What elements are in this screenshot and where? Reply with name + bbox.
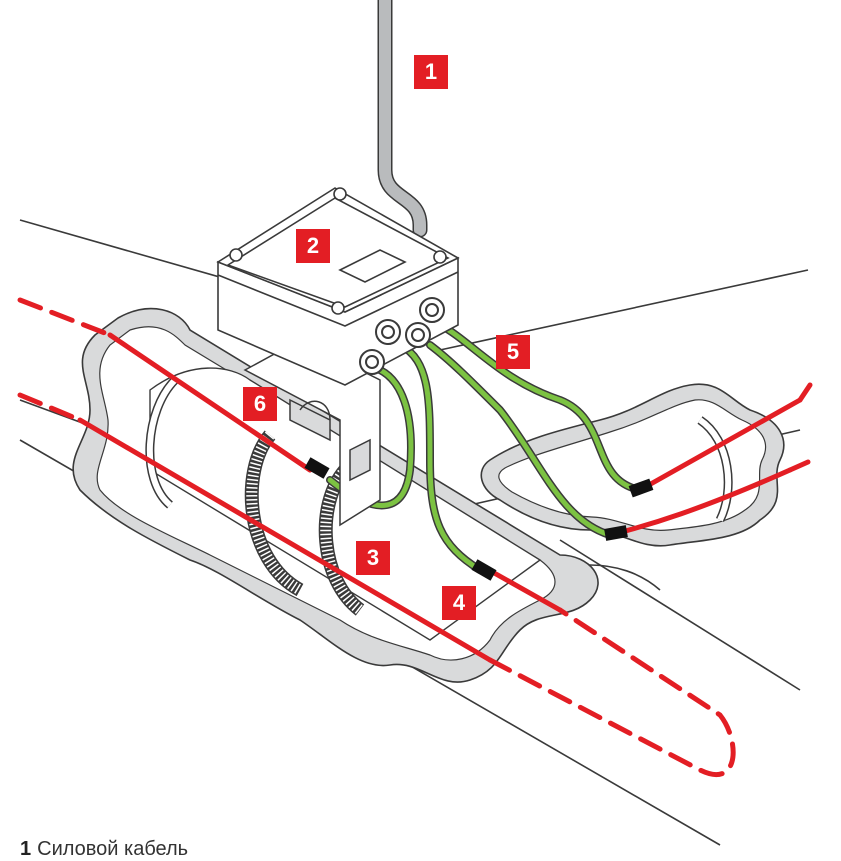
callout-bracket: 6 [243,387,277,421]
box-bracket [243,339,381,527]
insulation-branch-inner [498,399,767,531]
callout-power-cable: 1 [414,55,448,89]
splice-sleeves [304,457,654,581]
callout-cold-lead: 5 [496,335,530,369]
cable-glands [359,297,445,375]
hose-clamp-1 [244,430,304,597]
callout-junction-box: 2 [296,229,330,263]
callout-splice: 4 [442,586,476,620]
callout-heating-cable: 3 [356,541,390,575]
junction-box [216,187,460,386]
legend-number: 1 [20,838,32,860]
legend-text: Силовой кабель [37,838,189,860]
